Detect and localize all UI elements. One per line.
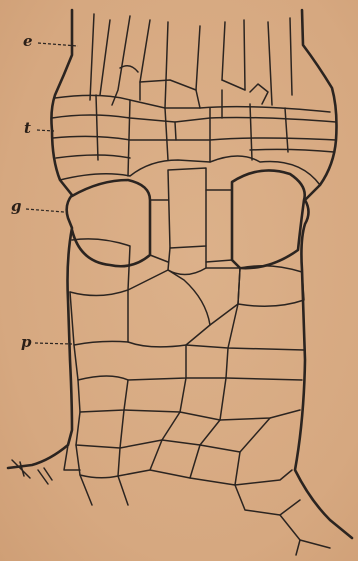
epidermis-cells xyxy=(90,14,292,105)
parenchyma-cells xyxy=(12,239,330,555)
central-cells xyxy=(72,168,305,275)
